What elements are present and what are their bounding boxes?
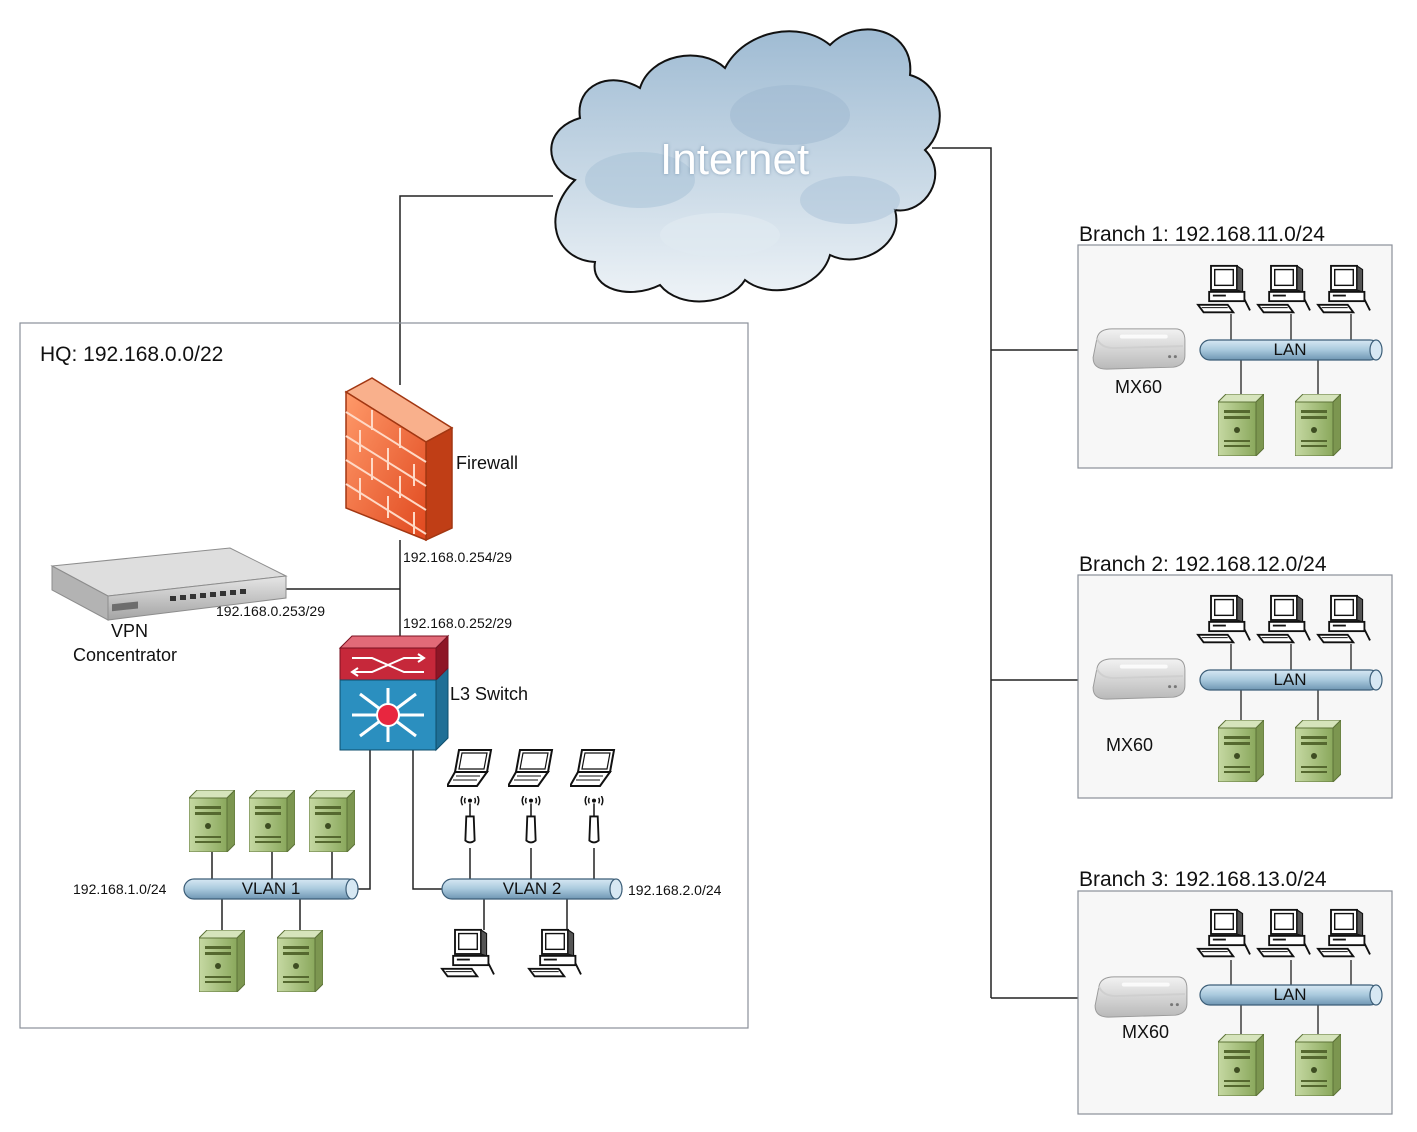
server-icon — [1218, 394, 1264, 456]
firewall-internet-link — [399, 195, 553, 385]
laptop-icon — [447, 749, 492, 787]
branch-2-router-label: MX60 — [1106, 735, 1154, 755]
mx60-router-icon — [1092, 327, 1186, 371]
branch-3-lan-label: LAN — [1273, 985, 1307, 1004]
workstation-icon — [441, 928, 495, 978]
connection-lines — [211, 147, 1093, 999]
l3-switch-icon — [338, 634, 450, 752]
laptop-icon — [570, 749, 615, 787]
firewall-ip: 192.168.0.254/29 — [403, 549, 512, 565]
vpn-label-line2: Concentrator — [73, 645, 178, 665]
workstation-icon — [528, 928, 582, 978]
vlan1-subnet: 192.168.1.0/24 — [73, 881, 167, 897]
branch-2-title: Branch 2: 192.168.12.0/24 — [1079, 553, 1327, 576]
l3-switch-label: L3 Switch — [450, 684, 529, 704]
branch-1-lan-label: LAN — [1273, 340, 1307, 359]
laptop-icon — [508, 749, 553, 787]
server-icon — [1295, 1034, 1341, 1096]
branch-1-router-label: MX60 — [1115, 377, 1163, 397]
access-point-icon — [460, 796, 480, 844]
mx60-router-icon — [1092, 657, 1186, 701]
branch-1-title: Branch 1: 192.168.11.0/24 — [1079, 223, 1325, 246]
access-point-icon — [521, 796, 541, 844]
vlan2-label: VLAN 2 — [502, 879, 562, 898]
branch-2-devices — [1092, 594, 1383, 782]
access-point-icon — [584, 796, 604, 844]
server-icon — [249, 790, 295, 852]
mx60-router-icon — [1094, 975, 1188, 1019]
vlan1-pipe — [183, 878, 359, 900]
switch-vlan2-link — [412, 748, 444, 890]
server-icon — [277, 930, 323, 992]
vpn-label-line1: VPN — [111, 621, 149, 641]
server-icon — [199, 930, 245, 992]
internet-branch-trunk — [932, 147, 992, 998]
vlan2-pipe — [441, 878, 623, 900]
server-icon — [1218, 1034, 1264, 1096]
internet-cloud-icon — [550, 28, 941, 303]
server-icon — [189, 790, 235, 852]
server-icon — [309, 790, 355, 852]
firewall-icon — [344, 377, 454, 542]
branch-1-devices — [1092, 264, 1383, 456]
internet-label: Internet — [660, 135, 810, 184]
branch-3-router-label: MX60 — [1122, 1022, 1170, 1042]
hq-title: HQ: 192.168.0.0/22 — [40, 343, 224, 366]
switch-vlan1-link — [357, 748, 371, 890]
l3-switch-ip: 192.168.0.252/29 — [403, 615, 512, 631]
vpn-concentrator-icon — [50, 547, 288, 621]
vpn-ip: 192.168.0.253/29 — [216, 603, 325, 619]
branch-3-devices — [1094, 908, 1383, 1096]
server-icon — [1295, 720, 1341, 782]
vlan2-subnet: 192.168.2.0/24 — [628, 882, 722, 898]
hq-site-box — [19, 322, 749, 1029]
vlan1-label: VLAN 1 — [241, 879, 301, 898]
firewall-label: Firewall — [456, 453, 519, 473]
branch-2-lan-label: LAN — [1273, 670, 1307, 689]
server-icon — [1295, 394, 1341, 456]
branch-3-title: Branch 3: 192.168.13.0/24 — [1079, 868, 1327, 891]
server-icon — [1218, 720, 1264, 782]
